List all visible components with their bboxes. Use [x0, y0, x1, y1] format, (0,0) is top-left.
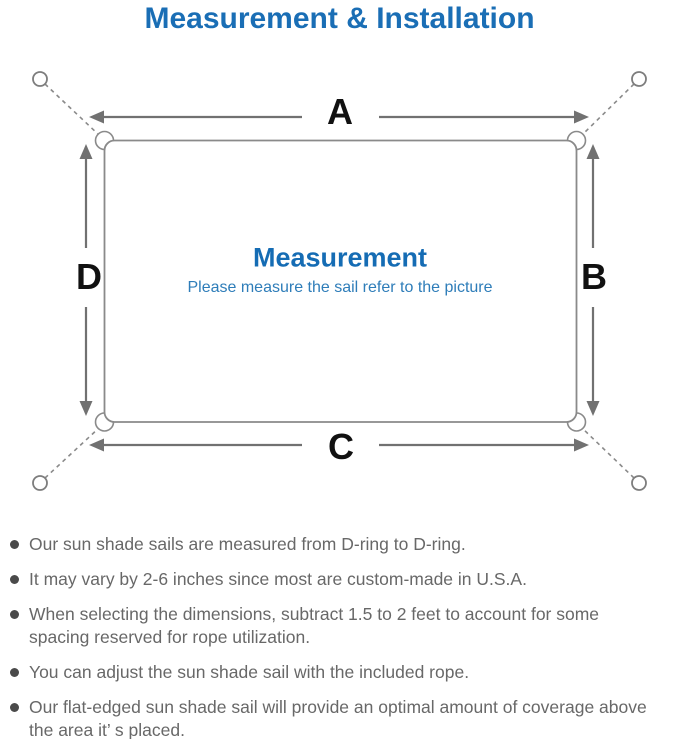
note-item: It may vary by 2-6 inches since most are…: [10, 568, 661, 591]
arrowhead-d-up-icon: [79, 144, 93, 159]
bullet-icon: [10, 610, 19, 619]
diagram-canvas: [32, 71, 647, 491]
dimension-label-d: D: [76, 256, 102, 297]
anchor-point-bottom-left: [32, 475, 48, 491]
bullet-icon: [10, 668, 19, 677]
diagram-center-title: Measurement: [252, 242, 428, 273]
rope-dashed-line-bottom-right: [580, 426, 635, 479]
anchor-point-top-left: [32, 71, 48, 87]
page-title: Measurement & Installation: [144, 2, 535, 35]
note-text: It may vary by 2-6 inches since most are…: [29, 569, 527, 589]
sail-measurement-diagram: A B C D Measurement Please measure the s…: [0, 55, 679, 520]
note-item: Our sun shade sails are measured from D-…: [10, 533, 661, 556]
rope-dashed-line-top-left: [44, 83, 101, 137]
note-item: When selecting the dimensions, subtract …: [10, 603, 661, 649]
dimension-label-b: B: [581, 256, 607, 297]
bullet-icon: [10, 575, 19, 584]
arrowhead-b-down-icon: [586, 401, 600, 416]
note-text: When selecting the dimensions, subtract …: [29, 604, 600, 647]
notes-list: Our sun shade sails are measured from D-…: [10, 533, 661, 739]
bullet-icon: [10, 540, 19, 549]
dimension-label-a: A: [327, 91, 353, 132]
rope-dashed-line-bottom-left: [44, 426, 101, 479]
arrowhead-b-up-icon: [586, 144, 600, 159]
bullet-icon: [10, 703, 19, 712]
arrowhead-a-left-icon: [89, 110, 104, 124]
note-text: Our flat-edged sun shade sail will provi…: [29, 697, 647, 739]
sail-outline: [103, 139, 578, 423]
anchor-point-top-right: [631, 71, 647, 87]
dimension-label-c: C: [328, 426, 354, 467]
arrowhead-a-right-icon: [574, 110, 589, 124]
arrowhead-c-right-icon: [574, 438, 589, 452]
anchor-point-bottom-right: [631, 475, 647, 491]
diagram-center-subtitle: Please measure the sail refer to the pic…: [187, 279, 493, 296]
arrowhead-d-down-icon: [79, 401, 93, 416]
note-item: Our flat-edged sun shade sail will provi…: [10, 696, 661, 739]
arrowhead-c-left-icon: [89, 438, 104, 452]
note-item: You can adjust the sun shade sail with t…: [10, 661, 661, 684]
note-text: Our sun shade sails are measured from D-…: [29, 534, 466, 554]
note-text: You can adjust the sun shade sail with t…: [29, 662, 470, 682]
rope-dashed-line-top-right: [580, 83, 635, 137]
